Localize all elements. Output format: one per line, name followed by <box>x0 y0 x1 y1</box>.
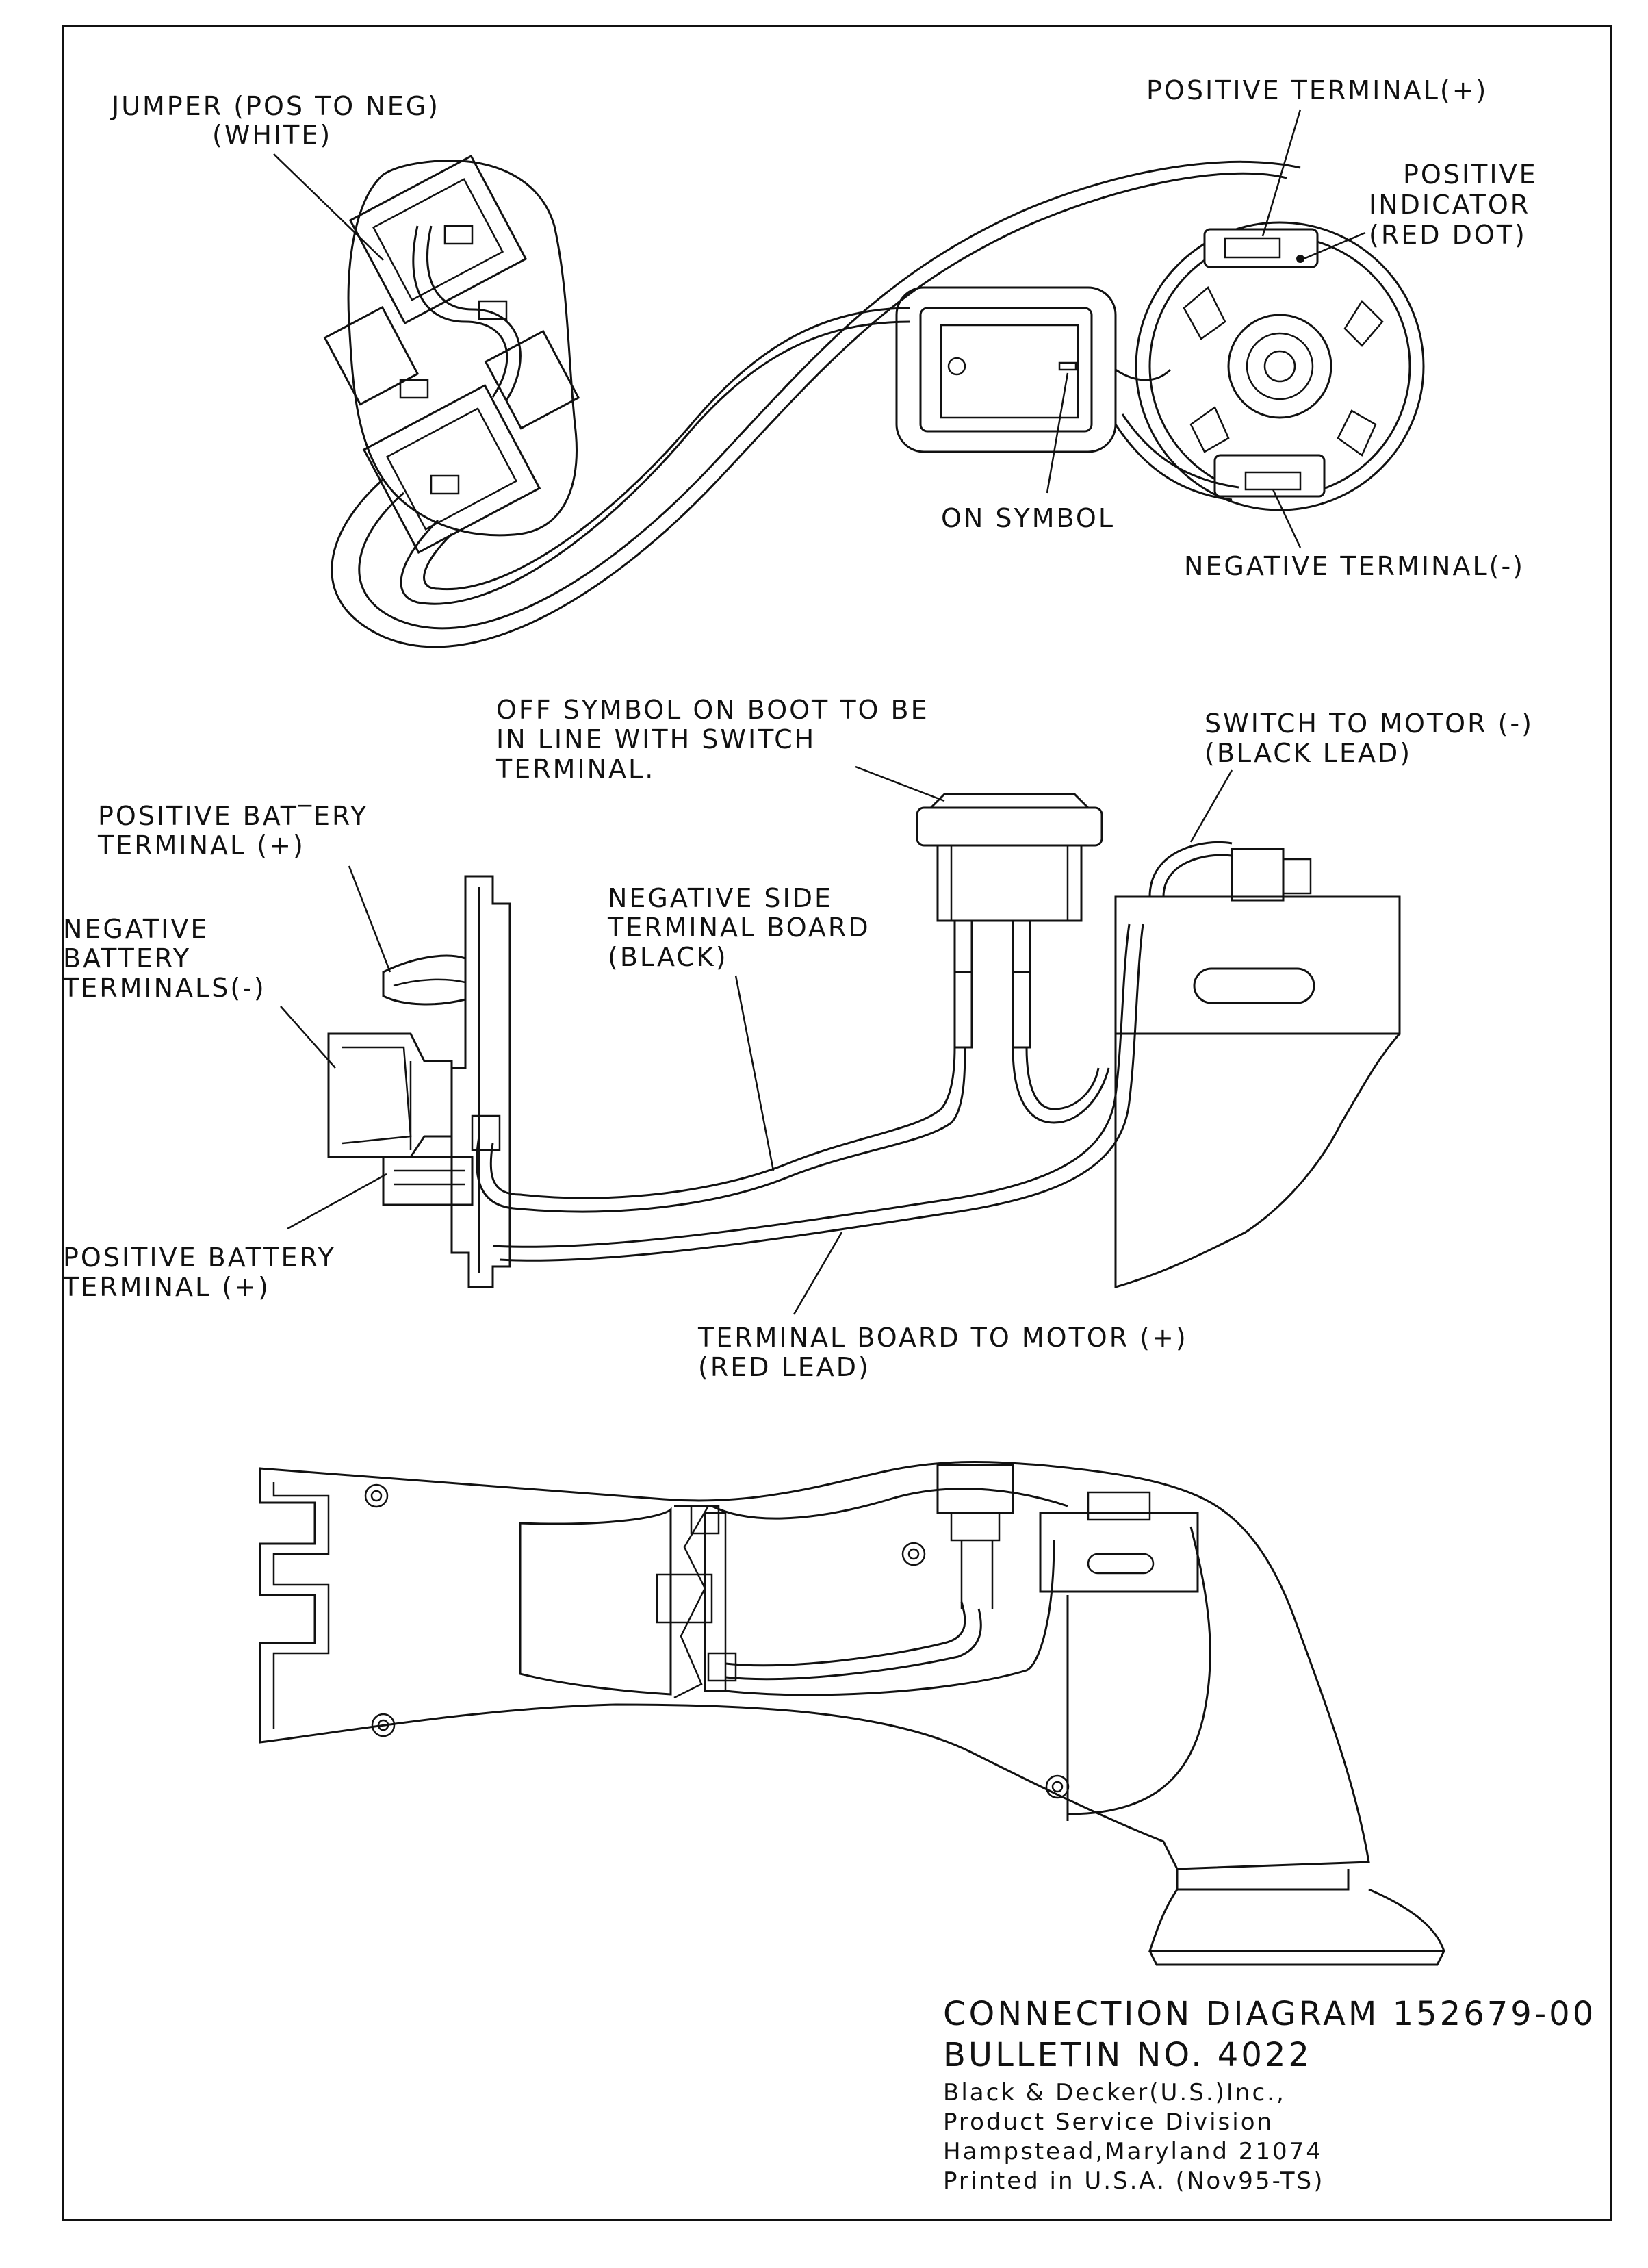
label-positive-indicator-3: (RED DOT) <box>1369 220 1527 250</box>
label-red-lead-2: (RED LEAD) <box>698 1352 871 1382</box>
label-off-symbol: OFF SYMBOL ON BOOT TO BE <box>496 695 929 725</box>
title-printed: Printed in U.S.A. (Nov95-TS) <box>943 2167 1324 2195</box>
label-positive-battery-bottom-2: TERMINAL (+) <box>62 1272 270 1302</box>
label-positive-battery-top: POSITIVE BAT‾ERY <box>98 801 368 831</box>
label-on-symbol: ON SYMBOL <box>941 503 1115 533</box>
title-company: Black & Decker(U.S.)Inc., <box>943 2079 1286 2106</box>
label-positive-indicator: POSITIVE <box>1403 160 1538 190</box>
label-negative-side-board-2: TERMINAL BOARD <box>607 913 871 943</box>
top-view-wiring <box>323 154 1425 648</box>
label-positive-terminal: POSITIVE TERMINAL(+) <box>1146 75 1488 105</box>
label-positive-battery-bottom: POSITIVE BATTERY <box>63 1243 336 1273</box>
label-positive-battery-top-2: TERMINAL (+) <box>97 830 305 861</box>
label-switch-to-motor-2: (BLACK LEAD) <box>1205 738 1412 768</box>
middle-view-wiring <box>327 793 1401 1288</box>
motor-housing <box>1114 895 1401 1035</box>
label-red-lead: TERMINAL BOARD TO MOTOR (+) <box>697 1323 1188 1353</box>
title-division: Product Service Division <box>943 2108 1274 2136</box>
switch-boot <box>916 806 1103 847</box>
top-view-labels: JUMPER (POS TO NEG) (WHITE) POSITIVE TER… <box>110 75 1538 581</box>
label-negative-side-board: NEGATIVE SIDE <box>608 883 833 913</box>
label-off-symbol-2: IN LINE WITH SWITCH <box>496 724 816 754</box>
middle-view-labels: OFF SYMBOL ON BOOT TO BE IN LINE WITH SW… <box>62 695 1534 1382</box>
bottom-view-tool <box>259 1461 1446 1966</box>
title-address: Hampstead,Maryland 21074 <box>943 2138 1323 2165</box>
label-negative-battery-2: BATTERY <box>63 943 191 973</box>
label-negative-terminal: NEGATIVE TERMINAL(-) <box>1184 551 1525 581</box>
label-positive-indicator-2: INDICATOR <box>1369 190 1530 220</box>
label-negative-battery: NEGATIVE <box>63 914 209 944</box>
label-jumper: JUMPER (POS TO NEG) <box>110 91 440 121</box>
on-off-switch <box>895 286 1117 453</box>
label-negative-side-board-3: (BLACK) <box>608 942 728 972</box>
label-jumper-white: (WHITE) <box>212 120 332 150</box>
label-off-symbol-3: TERMINAL. <box>495 754 655 784</box>
title-connection-diagram: CONNECTION DIAGRAM 152679-00 <box>943 1995 1596 2033</box>
label-switch-to-motor: SWITCH TO MOTOR (-) <box>1205 709 1534 739</box>
drawing-border <box>62 25 1612 2221</box>
title-bulletin: BULLETIN NO. 4022 <box>943 2036 1312 2074</box>
title-block: CONNECTION DIAGRAM 152679-00 BULLETIN NO… <box>943 1995 1596 2195</box>
motor-top <box>1135 221 1425 511</box>
label-negative-battery-3: TERMINALS(-) <box>62 973 266 1003</box>
